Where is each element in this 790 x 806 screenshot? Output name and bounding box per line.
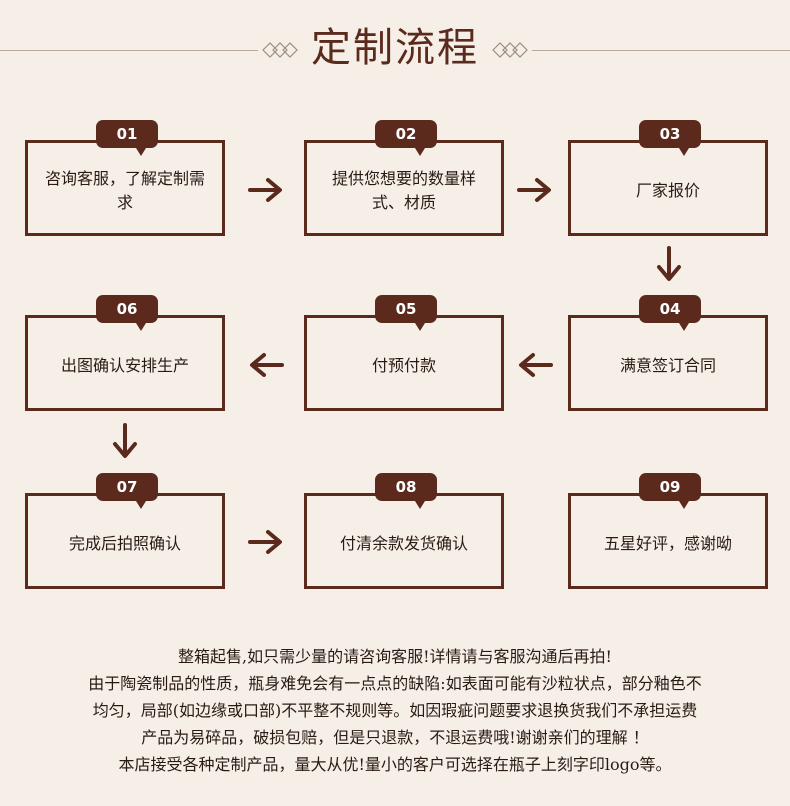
notice-line: 由于陶瓷制品的性质，瓶身难免会有一点点的缺陷:如表面可能有沙粒状点，部分釉色不 [88,674,702,693]
step-text: 厂家报价 [635,181,700,200]
step-badge-06: 06 [96,295,158,331]
arrow-left-icon [250,353,284,377]
step-badge-02: 02 [375,120,437,156]
arrow-right-icon [248,530,282,554]
notice-line: 整箱起售,如只需少量的请咨询客服!详情请与客服沟通后再拍! [178,647,612,666]
step-text: 五星好评，感谢呦 [603,534,732,553]
notice-line: 产品为易碎品，破损包赔，但是只退款，不退运费哦!谢谢亲们的理解 ！ [141,728,649,747]
arrow-left-icon [519,353,553,377]
step-text: 付预付款 [371,356,436,375]
page-title: 定制流程 [311,25,479,71]
step-box-09: 五星好评，感谢呦 [568,493,768,589]
step-text: 完成后拍照确认 [68,534,181,553]
arrow-right-icon [517,178,551,202]
arrow-right-icon [248,178,282,202]
arrow-down-icon [113,423,137,458]
step-box-07: 完成后拍照确认 [25,493,225,589]
notice-line: 均匀，局部(如边缘或口部)不平整不规则等。如因瑕疵问题要求退换货我们不承担运费 [92,701,698,720]
step-box-08: 付清余款发货确认 [304,493,504,589]
divider-line-right [532,50,790,51]
step-badge-07: 07 [96,473,158,509]
step-badge-03: 03 [639,120,701,156]
step-badge-05: 05 [375,295,437,331]
step-box-05: 付预付款 [304,315,504,411]
step-badge-04: 04 [639,295,701,331]
step-text: 满意签订合同 [619,356,716,375]
step-box-04: 满意签订合同 [568,315,768,411]
step-box-06: 出图确认安排生产 [25,315,225,411]
header: 定制流程 [0,0,790,100]
step-box-02: 提供您想要的数量样式、材质 [304,140,504,236]
arrow-down-icon [657,246,681,281]
diamond-ornament-icon [492,42,528,58]
step-badge-09: 09 [639,473,701,509]
notice-text: 整箱起售,如只需少量的请咨询客服!详情请与客服沟通后再拍! 由于陶瓷制品的性质，… [18,643,772,778]
step-box-03: 厂家报价 [568,140,768,236]
notice-line: 本店接受各种定制产品，量大从优!量小的客户可选择在瓶子上刻字印logo等。 [118,755,672,774]
step-text: 出图确认安排生产 [60,356,189,375]
divider-line-left [0,50,258,51]
step-badge-08: 08 [375,473,437,509]
step-box-01: 咨询客服，了解定制需求 [25,140,225,236]
diamond-ornament-icon [262,42,298,58]
step-text: 咨询客服，了解定制需求 [44,169,205,212]
step-text: 提供您想要的数量样式、材质 [331,169,476,212]
step-badge-01: 01 [96,120,158,156]
step-text: 付清余款发货确认 [339,534,468,553]
